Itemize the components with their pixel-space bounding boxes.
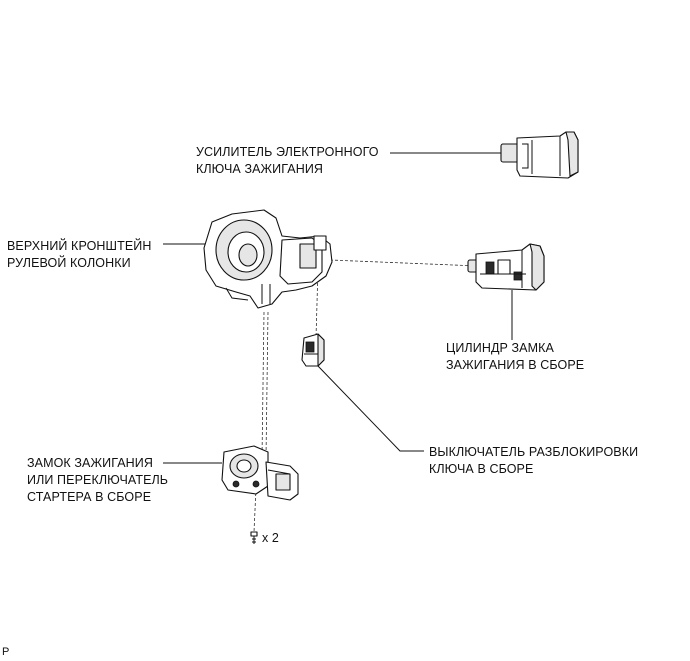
label-unlock-switch: ВЫКЛЮЧАТЕЛЬ РАЗБЛОКИРОВКИ КЛЮЧА В СБОРЕ bbox=[429, 444, 638, 478]
label-line: КЛЮЧА ЗАЖИГАНИЯ bbox=[196, 162, 324, 176]
screw-icon bbox=[250, 531, 258, 544]
label-line: ВЫКЛЮЧАТЕЛЬ РАЗБЛОКИРОВКИ bbox=[429, 445, 639, 459]
label-lock-cylinder: ЦИЛИНДР ЗАМКА ЗАЖИГАНИЯ В СБОРЕ bbox=[446, 340, 584, 374]
label-ignition-switch: ЗАМОК ЗАЖИГАНИЯ ИЛИ ПЕРЕКЛЮЧАТЕЛЬ СТАРТЕ… bbox=[27, 455, 168, 506]
unlock-switch-part bbox=[301, 333, 325, 367]
leader-lines bbox=[163, 152, 513, 464]
label-line: ИЛИ ПЕРЕКЛЮЧАТЕЛЬ bbox=[27, 473, 169, 487]
lock-cylinder-part bbox=[467, 243, 545, 291]
label-line: СТАРТЕРА В СБОРЕ bbox=[27, 490, 152, 504]
label-steering-column-bracket: ВЕРХНИЙ КРОНШТЕЙН РУЛЕВОЙ КОЛОНКИ bbox=[7, 238, 152, 272]
steering-column-bracket-part bbox=[203, 209, 333, 309]
label-line: ЗАЖИГАНИЯ В СБОРЕ bbox=[446, 358, 585, 372]
key-amplifier-part bbox=[500, 131, 579, 179]
label-key-amplifier: УСИЛИТЕЛЬ ЭЛЕКТРОННОГО КЛЮЧА ЗАЖИГАНИЯ bbox=[196, 144, 379, 178]
corner-mark: P bbox=[2, 646, 10, 658]
label-line: КЛЮЧА В СБОРЕ bbox=[429, 462, 534, 476]
screw-quantity: x 2 bbox=[262, 531, 279, 545]
label-line: ВЕРХНИЙ КРОНШТЕЙН bbox=[7, 239, 152, 253]
label-line: ЗАМОК ЗАЖИГАНИЯ bbox=[27, 456, 153, 470]
label-line: УСИЛИТЕЛЬ ЭЛЕКТРОННОГО bbox=[196, 145, 379, 159]
label-line: РУЛЕВОЙ КОЛОНКИ bbox=[7, 256, 131, 270]
label-line: ЦИЛИНДР ЗАМКА bbox=[446, 341, 554, 355]
ignition-switch-part bbox=[221, 445, 299, 501]
